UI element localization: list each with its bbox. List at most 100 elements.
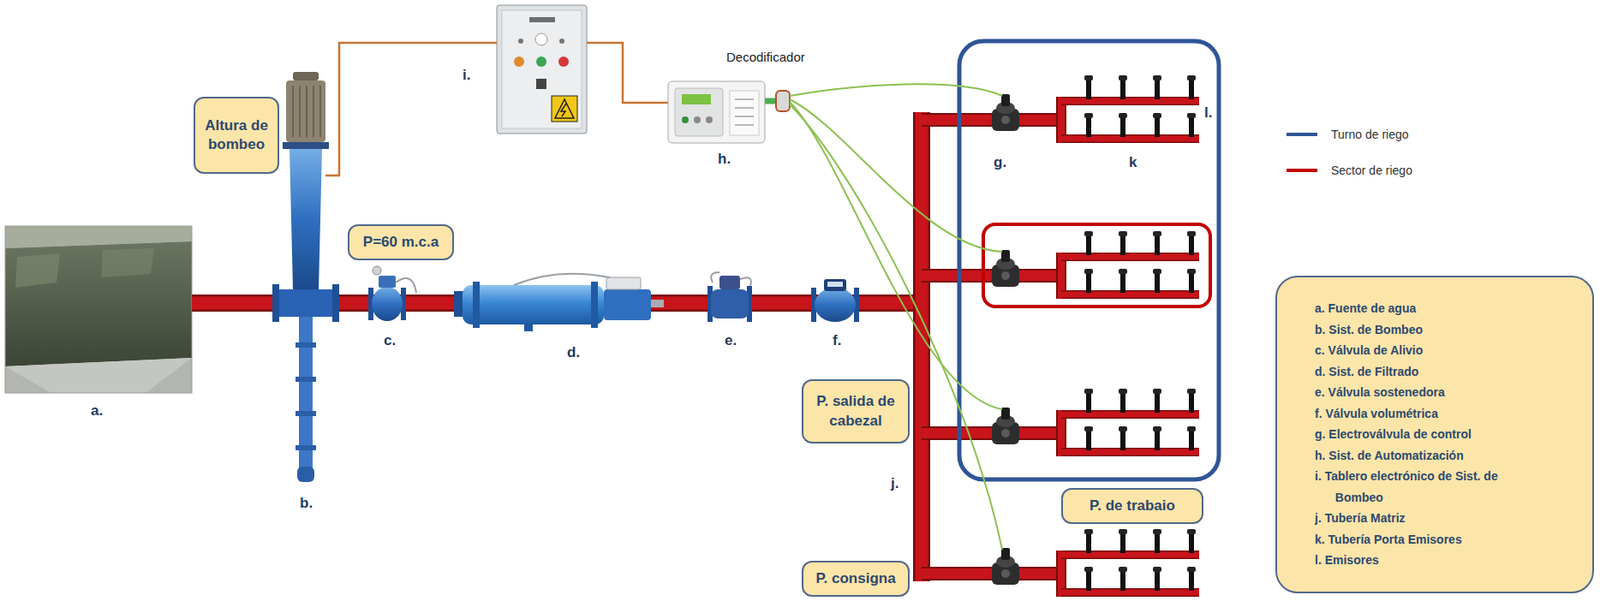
main-pipe (913, 112, 931, 582)
water-reservoir (5, 226, 192, 394)
decoder (776, 90, 790, 112)
vertical-turbine-pump (295, 445, 317, 451)
control-wires (789, 83, 1003, 550)
power-cable (325, 42, 497, 176)
filter-system (524, 324, 533, 332)
sustaining-valve (707, 272, 753, 323)
legend-line-sample (1286, 168, 1318, 173)
vertical-turbine-pump (289, 149, 323, 290)
callout-letter: b. (299, 495, 313, 513)
pump-control-panel (501, 10, 582, 129)
callout-letter: a. (90, 402, 103, 420)
legend-text: Turno de riego (1331, 127, 1409, 142)
vertical-turbine-pump (292, 71, 319, 81)
shift-and-sector-outlines (983, 224, 1211, 307)
irrigation-sector (921, 529, 1200, 598)
vertical-turbine-pump (332, 284, 340, 323)
legend-line-sample (1284, 165, 1320, 176)
node-text: P. consigna (808, 569, 903, 589)
irrigation-controller (734, 99, 754, 126)
node-text: a. Fuente de agua (1314, 298, 1545, 320)
node-text: g. Electroválvula de control (1314, 423, 1545, 446)
pump-control-panel (561, 103, 567, 117)
node-text: k. Tubería Porta Emisores (1314, 529, 1545, 551)
callout-box: P. salida de cabezal (801, 379, 910, 444)
relief-valve (371, 286, 403, 322)
control-wires (789, 83, 1003, 96)
node-text: i. Tablero electrónico de Sist. de Bombe… (1314, 465, 1545, 508)
pump-control-panel (559, 38, 565, 44)
pump-control-panel (529, 17, 556, 23)
filter-system (606, 277, 641, 290)
pump-control-panel (518, 38, 524, 44)
vertical-turbine-pump (297, 466, 315, 483)
callout-letter: k (1128, 154, 1137, 172)
pump-control-panel (536, 78, 547, 90)
irrigation-controller (674, 88, 723, 137)
callout-letter: j. (890, 475, 899, 493)
vertical-turbine-pump (295, 342, 317, 348)
water-reservoir (5, 358, 192, 394)
callout-box: Altura de bombeo (193, 96, 280, 174)
pump-control-panel (513, 56, 525, 67)
pump-control-panel (555, 99, 574, 119)
relief-valve (368, 266, 417, 322)
relief-valve (395, 278, 417, 293)
node-text: P. de trabaio (1068, 496, 1197, 516)
vertical-turbine-pump (272, 284, 280, 323)
sustaining-valve (710, 272, 752, 287)
irrigation-sector (921, 75, 1200, 144)
shift-and-sector-outlines (959, 41, 1219, 480)
device-label: Decodificador (726, 49, 806, 65)
irrigation-sector (921, 388, 1200, 457)
callout-box: P=60 m.c.a (347, 224, 454, 261)
callout-letter: e. (724, 332, 737, 350)
irrigation-controller (729, 90, 759, 136)
volumetric-meter (823, 279, 847, 292)
legend-text: Sector de riego (1331, 163, 1413, 178)
volumetric-meter (814, 287, 856, 323)
node-text: e. Válvula sostenedora (1314, 382, 1545, 404)
node-text: b. Sist. de Bombeo (1314, 319, 1545, 341)
vertical-turbine-pump (292, 85, 321, 138)
relief-valve (372, 266, 382, 275)
power-cable (586, 42, 669, 103)
filter-system (472, 281, 480, 329)
vertical-turbine-pump (286, 80, 326, 143)
irrigation-controller (705, 116, 713, 124)
irrigation-controller (668, 81, 765, 144)
water-reservoir (15, 253, 60, 288)
legend-entry: Turno de riego (1284, 127, 1409, 142)
water-reservoir (5, 226, 192, 394)
irrigation-controller (668, 81, 765, 144)
power-cable (325, 42, 669, 176)
volumetric-meter (827, 281, 843, 287)
callout-letter: h. (717, 150, 731, 168)
vertical-turbine-pump (282, 142, 329, 150)
sustaining-valve (710, 289, 749, 319)
filter-system (603, 289, 651, 321)
irrigation-controller (681, 116, 689, 124)
control-wires (789, 101, 1003, 410)
control-wires (789, 104, 1003, 550)
callout-letter: i. (462, 66, 471, 84)
callout-letter: l. (1204, 104, 1212, 122)
pump-control-panel (535, 33, 548, 46)
legend-entry: Sector de riego (1284, 163, 1413, 178)
volumetric-meter (811, 279, 860, 323)
node-text: j. Tubería Matriz (1314, 507, 1545, 530)
node-text: c. Válvula de Alivio (1314, 340, 1545, 362)
relief-valve (378, 275, 396, 288)
control-wires (789, 99, 1003, 252)
vertical-turbine-pump (272, 71, 340, 483)
filter-system (462, 285, 604, 325)
callout-letter: d. (567, 344, 580, 362)
node-text: Altura de bombeo (200, 116, 273, 155)
main-pipe (191, 112, 922, 582)
water-reservoir (5, 226, 192, 394)
node-text: P=60 m.c.a (354, 232, 448, 252)
pump-control-panel (536, 56, 547, 67)
water-reservoir (5, 241, 192, 367)
key-list-box: a. Fuente de aguab. Sist. de Bombeoc. Vá… (1275, 275, 1595, 594)
callout-box: P. de trabaio (1061, 488, 1204, 525)
